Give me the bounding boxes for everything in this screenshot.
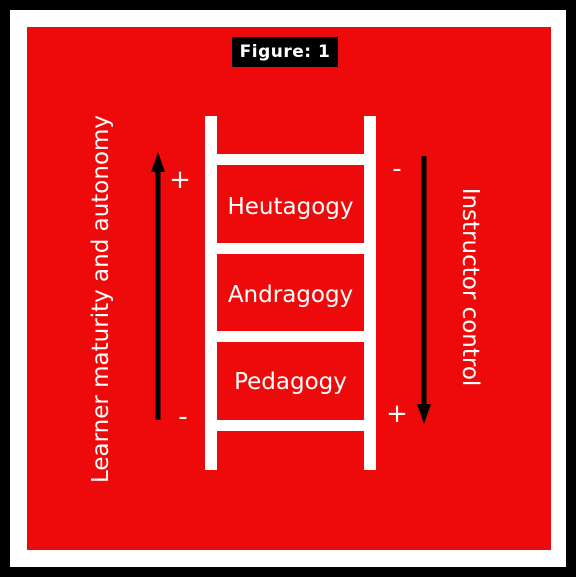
ladder-left-rail xyxy=(205,116,217,470)
learner-maturity-label: Learner maturity and autonomy xyxy=(88,114,114,484)
ladder-rung xyxy=(217,420,364,431)
step-pedagogy: Pedagogy xyxy=(234,369,347,395)
left-top-sign: + xyxy=(169,165,191,195)
ladder-rung xyxy=(217,331,364,342)
up-arrow xyxy=(151,152,165,420)
figure-label: Figure: 1 xyxy=(232,37,338,67)
step-andragogy: Andragogy xyxy=(227,282,354,308)
down-arrow xyxy=(417,156,431,424)
step-heutagogy: Heutagogy xyxy=(227,194,354,220)
diagram-panel xyxy=(27,27,551,550)
left-bottom-sign: - xyxy=(178,402,188,432)
right-top-sign: - xyxy=(392,154,402,184)
ladder-rung xyxy=(217,154,364,165)
right-bottom-sign: + xyxy=(386,399,408,429)
instructor-control-label: Instructor control xyxy=(457,187,483,387)
ladder-right-rail xyxy=(364,116,376,470)
ladder-rung xyxy=(217,243,364,254)
